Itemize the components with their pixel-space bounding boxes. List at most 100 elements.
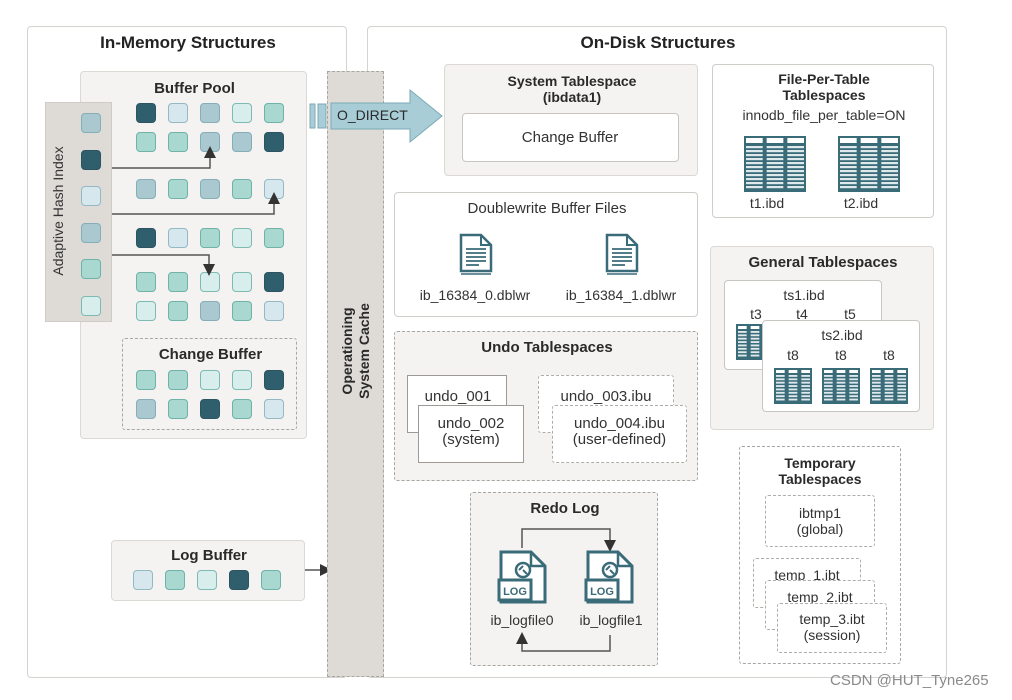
file-per-table-title-line2: Tablespaces — [782, 87, 866, 103]
redo-log-title: Redo Log — [530, 500, 600, 517]
temp-1-label: temp_1.ibt — [774, 567, 840, 583]
page-cell-teal — [232, 179, 252, 199]
log-file-icon: LOG — [584, 550, 634, 604]
log-buffer-title: Log Buffer — [171, 547, 247, 564]
page-cell-teal — [168, 272, 188, 292]
temporary-tablespaces-title: Temporary Tablespaces — [740, 455, 900, 487]
page-cell-dark — [264, 272, 284, 292]
table-icon-t8 — [821, 367, 861, 410]
buffer-pool-title: Buffer Pool — [154, 80, 235, 97]
page-cell-dark — [264, 370, 284, 390]
memory-change-buffer: Change Buffer — [122, 338, 297, 430]
ts1-table-t5: t5 — [844, 306, 856, 322]
page-cell-teal — [136, 272, 156, 292]
page-cell-pale — [200, 370, 220, 390]
temp-3-line1: temp_3.ibt — [799, 611, 865, 627]
svg-text:LOG: LOG — [590, 586, 614, 598]
temp-3-line2: (session) — [803, 627, 861, 643]
page-cell-grey — [200, 301, 220, 321]
page-cell-grey — [136, 179, 156, 199]
page-cell-grey — [81, 222, 101, 243]
undo-tablespaces-title: Undo Tablespaces — [481, 339, 613, 356]
system-tablespace: System Tablespace (ibdata1) Change Buffe… — [444, 64, 698, 176]
page-cell-grey — [200, 103, 220, 123]
page-cell-teal — [168, 301, 188, 321]
file-per-table-tablespaces: File-Per-Table Tablespaces innodb_file_p… — [712, 64, 934, 218]
file-per-table-title: File-Per-Table Tablespaces — [713, 71, 935, 103]
dblwr-file-0-label: ib_16384_0.dblwr — [419, 287, 531, 303]
general-tablespaces-title: General Tablespaces — [748, 254, 898, 271]
page-cell-teal — [264, 103, 284, 123]
ibtmp1: ibtmp1 (global) — [765, 495, 875, 547]
page-cell-grey — [136, 399, 156, 419]
system-change-buffer: Change Buffer — [462, 113, 679, 162]
page-cell-pale — [232, 272, 252, 292]
doublewrite-title: Doublewrite Buffer Files — [467, 200, 627, 217]
page-cell-pale — [232, 228, 252, 248]
undo-002-line2: (system) — [442, 431, 500, 448]
ts2-table-t8-a: t8 — [787, 347, 799, 363]
page-cell-pale — [81, 295, 101, 316]
page-cell-dark — [229, 570, 249, 590]
temporary-title-line2: Tablespaces — [778, 471, 862, 487]
page-cell-teal — [261, 570, 281, 590]
page-cell-grey — [200, 179, 220, 199]
page-cell-teal — [200, 228, 220, 248]
ts1-name: ts1.ibd — [783, 287, 825, 303]
os-cache: Operationing System Cache — [327, 71, 384, 677]
t2-ibd-label: t2.ibd — [843, 195, 879, 211]
undo-004-label: undo_004.ibu (user-defined) — [553, 416, 686, 448]
ibtmp1-line1: ibtmp1 — [798, 505, 842, 521]
undo-004-line2: (user-defined) — [572, 431, 667, 448]
memory-change-buffer-title: Change Buffer — [158, 346, 263, 363]
svg-text:LOG: LOG — [503, 586, 527, 598]
page-cell-teal — [165, 570, 185, 590]
page-cell-dark — [136, 103, 156, 123]
page-cell-teal — [232, 301, 252, 321]
page-cell-pale — [232, 370, 252, 390]
table-icon-t8 — [773, 367, 813, 410]
undo-004: undo_004.ibu (user-defined) — [552, 405, 687, 463]
adaptive-hash-index: Adaptive Hash Index — [45, 102, 112, 322]
system-change-buffer-label: Change Buffer — [521, 129, 619, 146]
watermark: CSDN @HUT_Tyne265 — [830, 672, 989, 689]
page-cell-light — [168, 103, 188, 123]
page-cell-pale — [136, 301, 156, 321]
o-direct-label: O_DIRECT — [337, 107, 408, 123]
ts1-table-t4: t4 — [796, 306, 808, 322]
pointer-arrow — [112, 146, 216, 169]
redo-cycle-arrow-bottom — [516, 632, 611, 652]
page-cell-teal — [136, 132, 156, 152]
undo-004-line1: undo_004.ibu — [574, 415, 665, 432]
temp-3-label: temp_3.ibt (session) — [778, 611, 886, 643]
file-icon — [605, 233, 639, 275]
ts2-table-t8-b: t8 — [835, 347, 847, 363]
ib-logfile0-label: ib_logfile0 — [490, 612, 554, 628]
page-cell-teal — [264, 228, 284, 248]
undo-001-label: undo_001 — [424, 388, 492, 405]
page-cell-dark — [136, 228, 156, 248]
pointer-arrow — [112, 192, 280, 215]
page-cell-teal — [168, 370, 188, 390]
table-icon-t8 — [869, 367, 909, 410]
page-cell-light — [264, 399, 284, 419]
page-cell-pale — [232, 103, 252, 123]
pointer-arrow — [112, 254, 215, 276]
ts2-ibd: ts2.ibd t8 t8 t8 — [762, 320, 920, 412]
ibtmp1-label: ibtmp1 (global) — [766, 505, 874, 537]
page-cell-teal — [136, 370, 156, 390]
temp-3-ibt: temp_3.ibt (session) — [777, 603, 887, 653]
file-per-table-setting: innodb_file_per_table=ON — [742, 107, 906, 123]
ib-logfile1-label: ib_logfile1 — [579, 612, 643, 628]
page-cell-teal — [168, 179, 188, 199]
t1-ibd-label: t1.ibd — [749, 195, 785, 211]
page-cell-grey — [81, 113, 101, 133]
page-cell-dark — [81, 149, 101, 170]
dblwr-file-1-label: ib_16384_1.dblwr — [565, 287, 677, 303]
table-icon-t1 — [743, 135, 807, 198]
log-file-icon: LOG — [497, 550, 547, 604]
on-disk-title: On-Disk Structures — [580, 33, 736, 52]
temp-2-label: temp_2.ibt — [787, 589, 853, 605]
in-memory-title: In-Memory Structures — [100, 33, 276, 52]
